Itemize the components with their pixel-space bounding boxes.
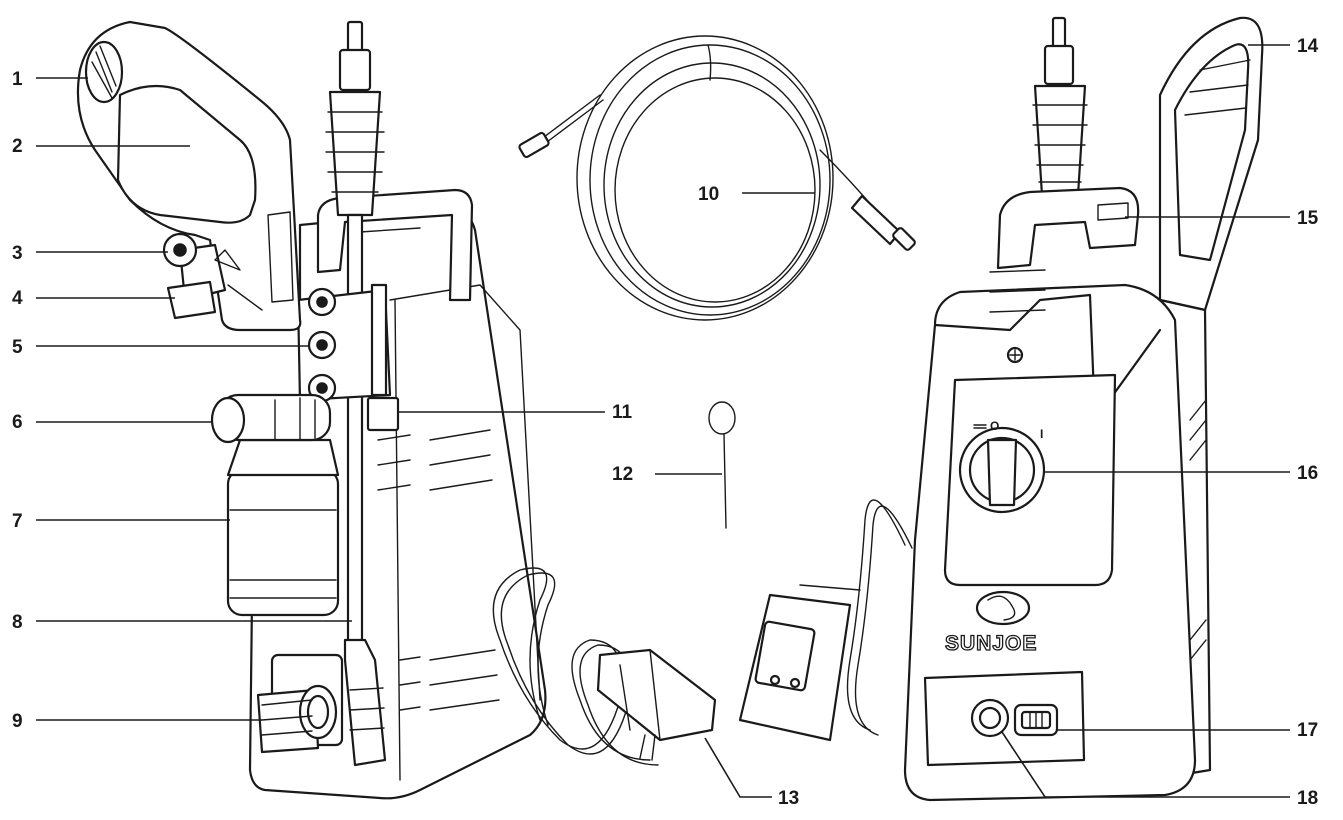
- power-cord: [492, 567, 717, 766]
- callout-5: 5: [12, 337, 23, 358]
- on-off-dial: O I: [958, 419, 1046, 514]
- high-pressure-hose: [518, 35, 916, 321]
- nozzle-tips: [296, 283, 392, 403]
- washer-side-view: [76, 20, 717, 800]
- dial-on-label: I: [1040, 427, 1043, 441]
- washer-front-view: O I SUNJOE: [738, 16, 1264, 802]
- cleaning-needle: [708, 401, 736, 529]
- callout-6: 6: [12, 412, 23, 433]
- side-vents: [377, 429, 500, 711]
- water-inlet: [256, 653, 344, 754]
- power-switch: [1013, 703, 1059, 737]
- foam-cannon: [210, 393, 332, 444]
- wand-holder: [366, 396, 400, 432]
- callout-1: 1: [12, 69, 23, 90]
- callout-16: 16: [1297, 463, 1318, 484]
- callout-14: 14: [1297, 36, 1319, 57]
- callout-17: 17: [1297, 720, 1318, 741]
- brand-text: SUNJOE: [945, 632, 1037, 655]
- callout-12: 12: [612, 464, 633, 485]
- spray-gun: [76, 20, 302, 332]
- callout-15: 15: [1297, 208, 1319, 229]
- detergent-bottle: [226, 438, 340, 617]
- sunjoe-logo: SUNJOE: [944, 590, 1037, 656]
- callout-18: 18: [1297, 788, 1318, 809]
- callout-3: 3: [12, 243, 23, 264]
- callouts: 1 2 3 4 5 6 7 8 9 10 11 12 13 14 15 16: [12, 36, 1319, 809]
- callout-10: 10: [698, 184, 719, 205]
- callout-7: 7: [12, 511, 23, 532]
- callout-9: 9: [12, 711, 23, 732]
- callout-11: 11: [612, 402, 633, 423]
- dial-off-label: O: [990, 419, 999, 433]
- callout-13: 13: [778, 788, 799, 809]
- leader-13: [704, 737, 772, 798]
- callout-2: 2: [12, 136, 23, 157]
- callout-4: 4: [12, 288, 23, 309]
- water-outlet: [970, 698, 1010, 738]
- gfci-plug: [738, 499, 913, 742]
- callout-8: 8: [12, 612, 23, 633]
- leader-18: [1001, 731, 1290, 798]
